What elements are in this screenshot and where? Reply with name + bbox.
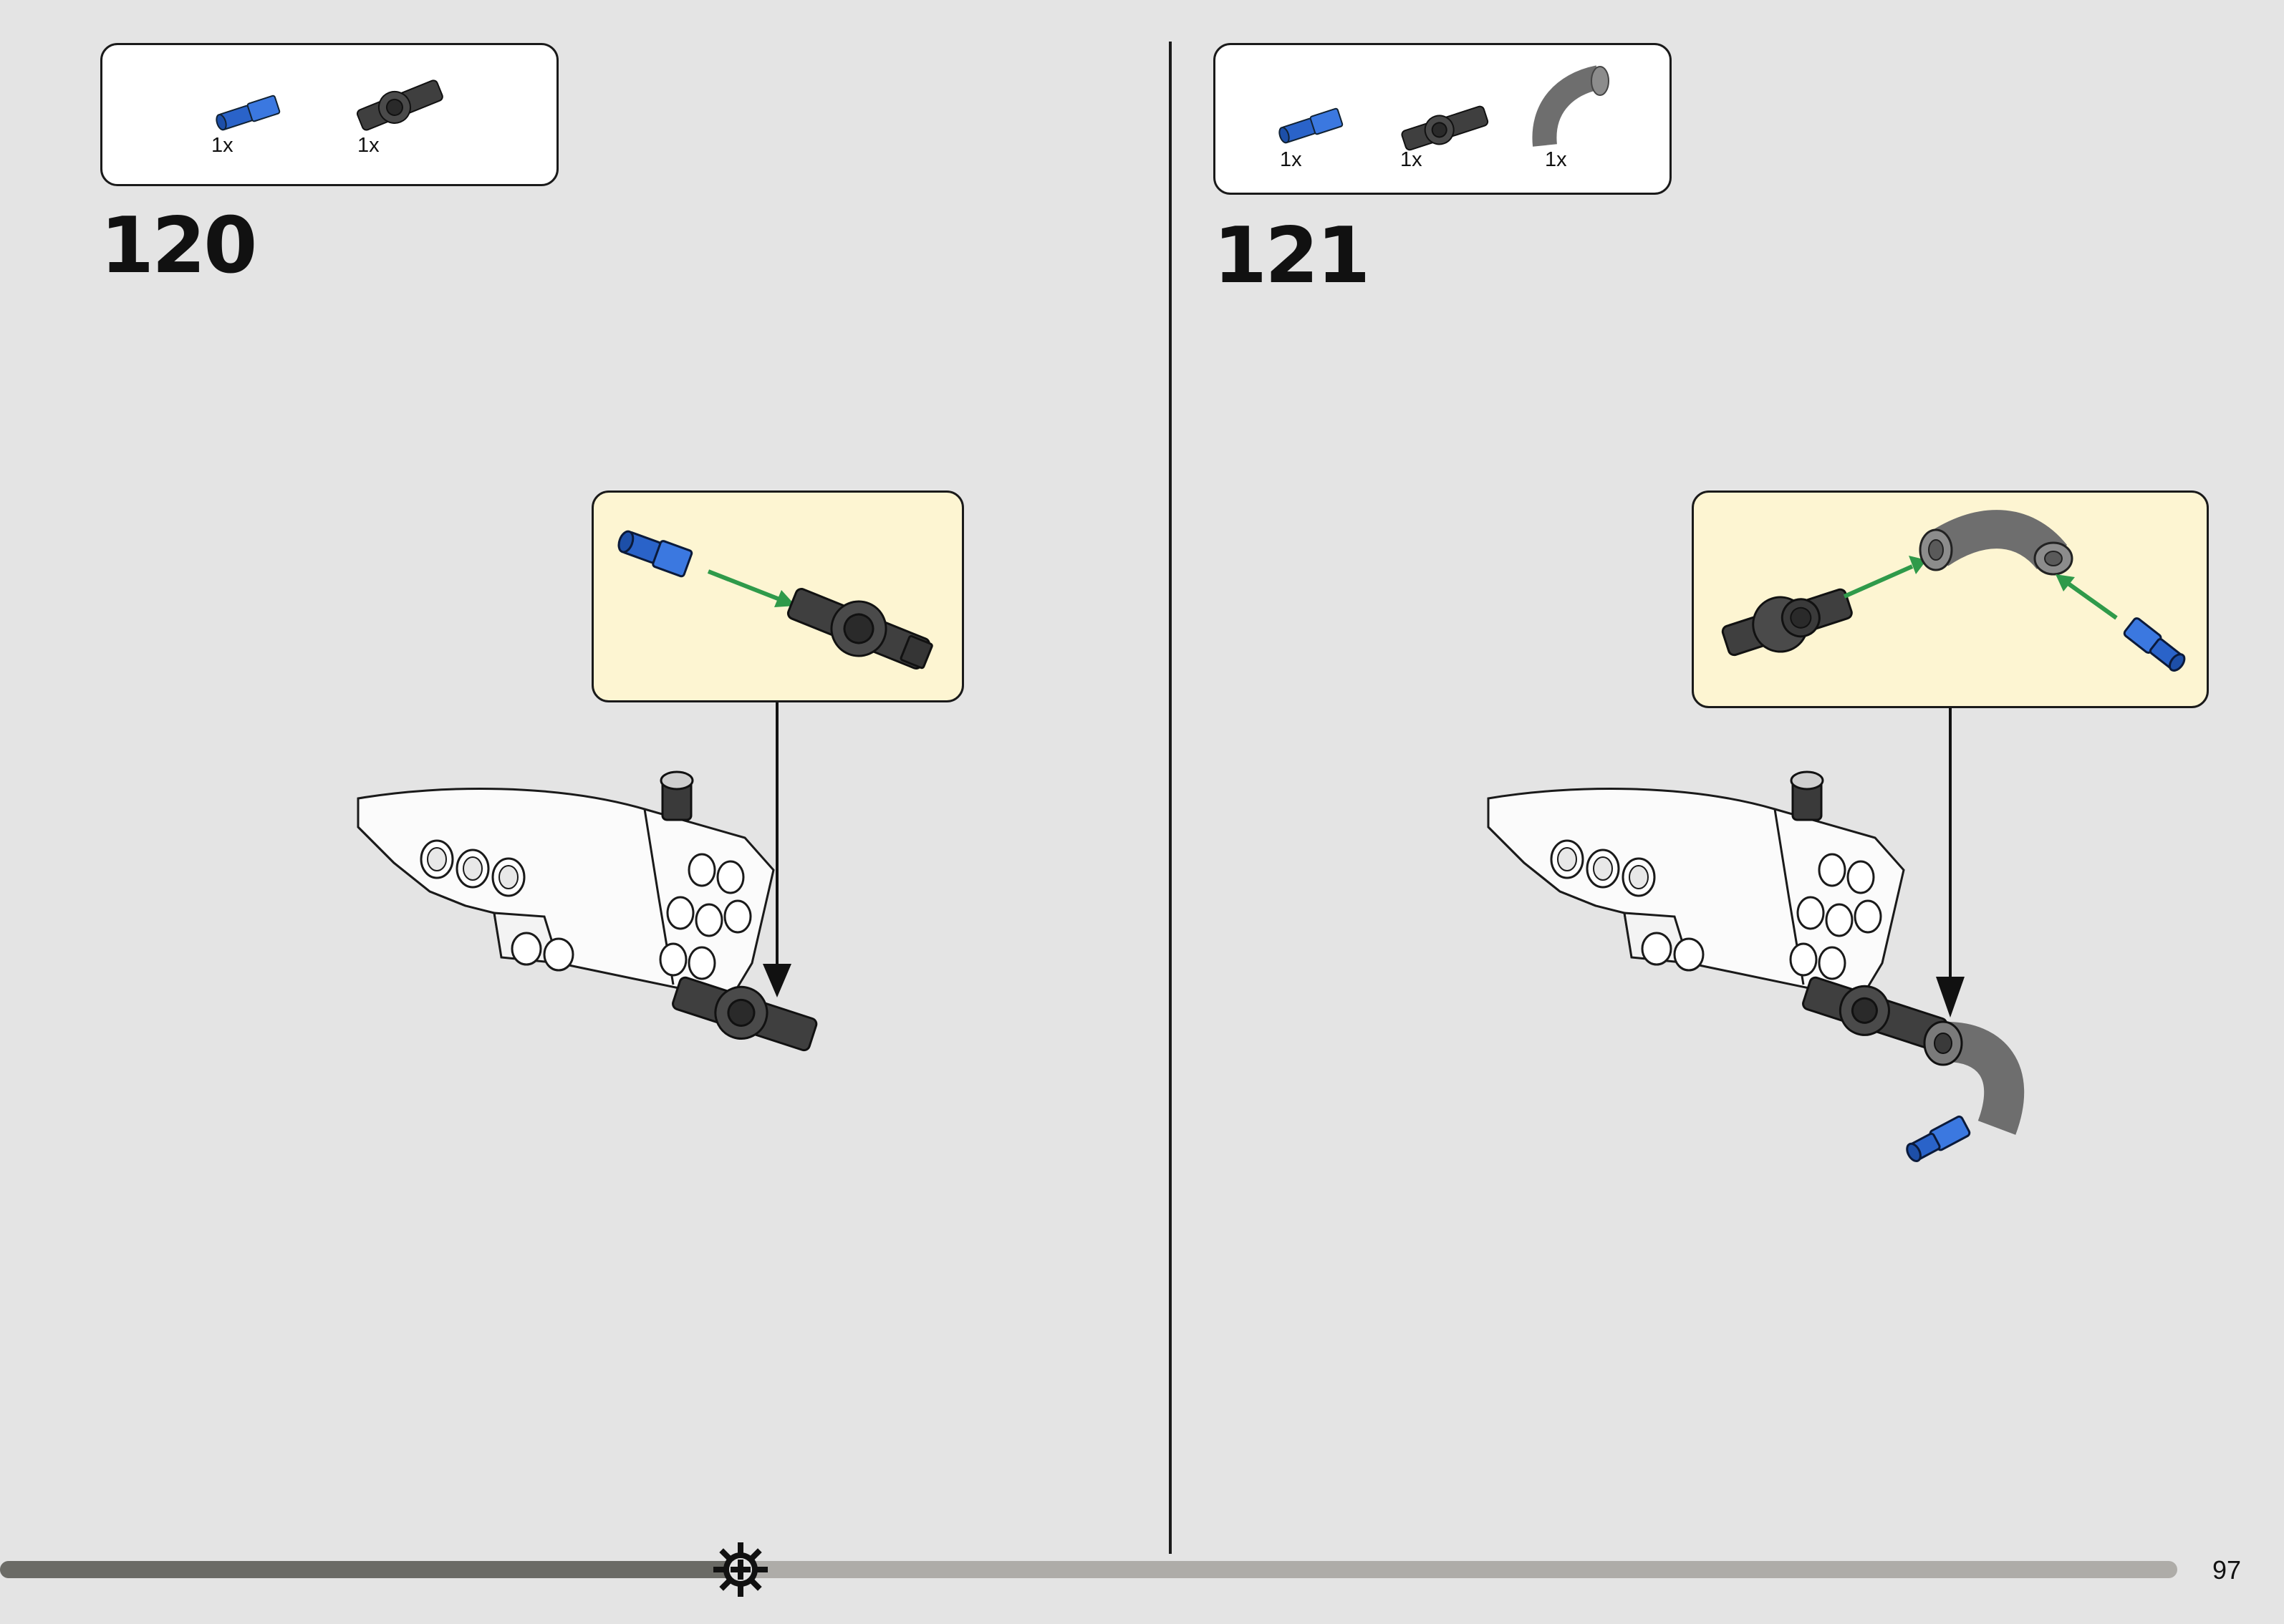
step-number: 120	[100, 201, 257, 291]
dark-angle-connector-icon	[1401, 105, 1489, 151]
down-arrow-icon	[1936, 708, 1965, 1018]
parts-list-step-121: 1x 1x 1x	[1213, 43, 1672, 195]
parts-list-step-120: 1x 1x	[100, 43, 559, 186]
part-qty: 1x	[1400, 148, 1422, 171]
green-arrow-icon	[707, 569, 783, 602]
model-assembly-120	[357, 770, 818, 1052]
step-number: 121	[1213, 211, 1370, 301]
callout-assembly-121	[1721, 510, 2186, 672]
gear-icon	[713, 1542, 768, 1597]
progress-bar-fill	[0, 1561, 741, 1578]
part-qty: 1x	[357, 134, 380, 157]
callout-step-121	[1692, 490, 2209, 708]
down-arrow-icon	[763, 702, 791, 997]
blue-axle-pin-icon	[1278, 107, 1344, 144]
blue-axle-pin-icon	[216, 95, 281, 131]
callout-step-120	[592, 490, 964, 702]
progress-bar	[0, 1561, 2177, 1578]
model-assembly-121	[1487, 770, 2025, 1162]
part-qty: 1x	[211, 134, 233, 157]
part-qty: 1x	[1280, 148, 1302, 171]
page-divider	[1169, 42, 1172, 1554]
part-qty: 1x	[1545, 148, 1567, 171]
gray-curved-connector-icon	[1532, 65, 1609, 147]
page-number: 97	[2212, 1555, 2241, 1585]
callout-assembly-120	[617, 530, 933, 670]
dark-angle-connector-icon	[356, 79, 443, 131]
